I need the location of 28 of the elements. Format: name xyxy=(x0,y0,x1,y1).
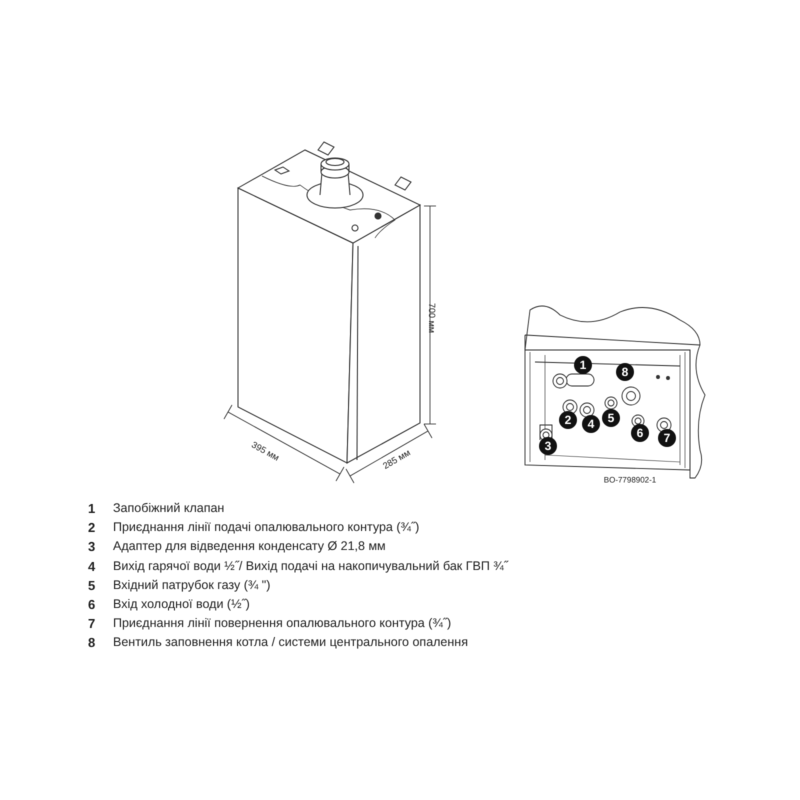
legend-text: Приєднання лінії повернення опалювального контура (¾˝) xyxy=(113,617,452,631)
callout-number: 3 xyxy=(539,437,557,455)
legend-text: Вхід холодної води (½˝) xyxy=(113,598,250,612)
callout-number: 1 xyxy=(574,356,592,374)
dimension-label: 285 мм xyxy=(382,448,412,472)
legend-text: Адаптер для відведення конденсату Ø 21,8 мм xyxy=(113,540,386,554)
legend-text: Запобіжний клапан xyxy=(113,502,224,516)
legend-number: 2 xyxy=(88,521,96,536)
callout-number: 8 xyxy=(616,363,634,381)
legend-number: 3 xyxy=(88,540,96,555)
legend-text: Вентиль заповнення котла / системи центрального опалення xyxy=(113,636,468,650)
legend-text: Вхідний патрубок газу (¾ ") xyxy=(113,578,270,593)
callout-number: 6 xyxy=(631,424,649,442)
dimension-label: 395 мм xyxy=(250,440,280,464)
legend-text: Вихід гарячої води ½˝/ Вихід подачі на накопичувальний бак ГВП ¾˝ xyxy=(113,560,508,574)
callout-number: 2 xyxy=(559,411,577,429)
drawing-code: BO-7798902-1 xyxy=(604,476,656,486)
legend-number: 1 xyxy=(88,502,96,516)
callout-number: 5 xyxy=(602,409,620,427)
dimension-label: 700 мм xyxy=(426,303,436,333)
legend-number: 6 xyxy=(88,598,96,612)
callout-number: 4 xyxy=(582,415,600,433)
legend-number: 7 xyxy=(88,617,96,632)
callout-number: 7 xyxy=(658,429,676,447)
legend-number: 4 xyxy=(88,560,96,574)
legend-number: 5 xyxy=(88,578,96,594)
legend-number: 8 xyxy=(88,636,96,651)
legend-text: Приєднання лінії подачі опалювального контура (¾˝) xyxy=(113,521,420,535)
